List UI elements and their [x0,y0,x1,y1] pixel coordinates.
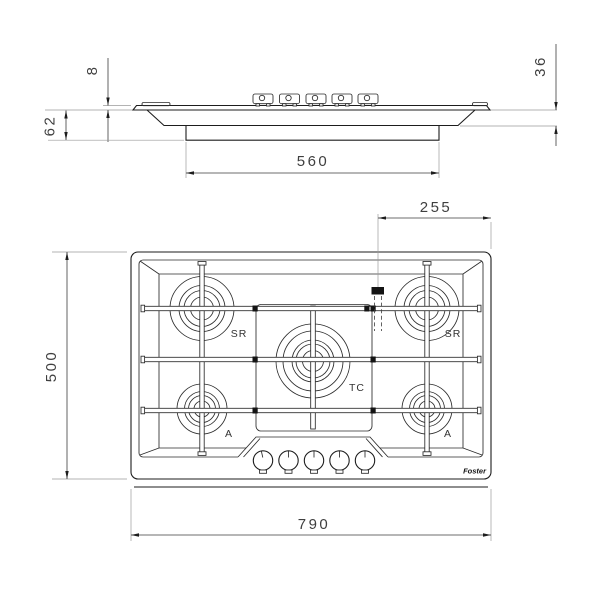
brand-logo: Foster [463,467,487,476]
dimension-recess-depth: 36 [460,44,558,146]
label-burner-a-left: A [225,428,233,440]
control-knobs-plan [252,450,376,474]
plan-view: SR SR TC A A Foster [130,251,492,488]
dimension-cutout-width: 560 [185,142,440,178]
knob-plan-2 [278,450,299,474]
knob-side-3 [305,93,327,107]
label-burner-a-right: A [444,428,452,440]
control-knobs-side [252,93,379,107]
knob-side-1 [252,93,274,107]
dimension-hob-width: 790 [130,489,492,541]
label-burner-sr-left: SR [231,328,248,340]
horizontal-rail-bottom [140,406,482,415]
knob-plan-3 [303,450,325,474]
knob-plan-4 [329,450,350,474]
dim-glass-height-value: 8 [84,65,101,76]
dim-recess-depth-value: 36 [532,55,549,77]
label-burner-tc-center: TC [349,382,365,394]
horizontal-rail-middle [140,355,482,364]
gas-inlet-connector [371,287,384,295]
tray-rim [138,259,484,458]
control-panel-ledge [237,436,389,458]
knob-side-2 [279,93,300,107]
dim-gas-inlet-offset-value: 255 [420,199,453,216]
knob-plan-1 [252,450,274,474]
dim-overall-depth-value: 62 [42,115,59,137]
label-burner-sr-right: SR [445,328,462,340]
recess-box-profile [185,125,440,141]
knob-side-4 [331,93,353,107]
dimension-hob-depth: 500 [43,251,127,480]
dimension-overall-depth: 62 [42,110,184,141]
knob-side-5 [357,93,379,107]
gas-inlet [371,287,384,331]
dim-hob-depth-value: 500 [43,350,60,383]
knob-plan-5 [354,450,376,474]
tray-profile [146,109,476,127]
dim-hob-width-value: 790 [298,516,331,533]
center-pan-support-square [255,304,373,432]
tray-corner-bevels [139,260,483,456]
pan-support-profile-right [472,102,488,107]
pan-support-profile-left [141,102,171,107]
dim-cutout-width-value: 560 [297,153,330,170]
dimension-glass-height: 8 [84,58,131,142]
dimension-gas-inlet-offset: 255 [377,199,492,287]
side-view [45,93,557,141]
horizontal-rail-top [140,304,482,313]
